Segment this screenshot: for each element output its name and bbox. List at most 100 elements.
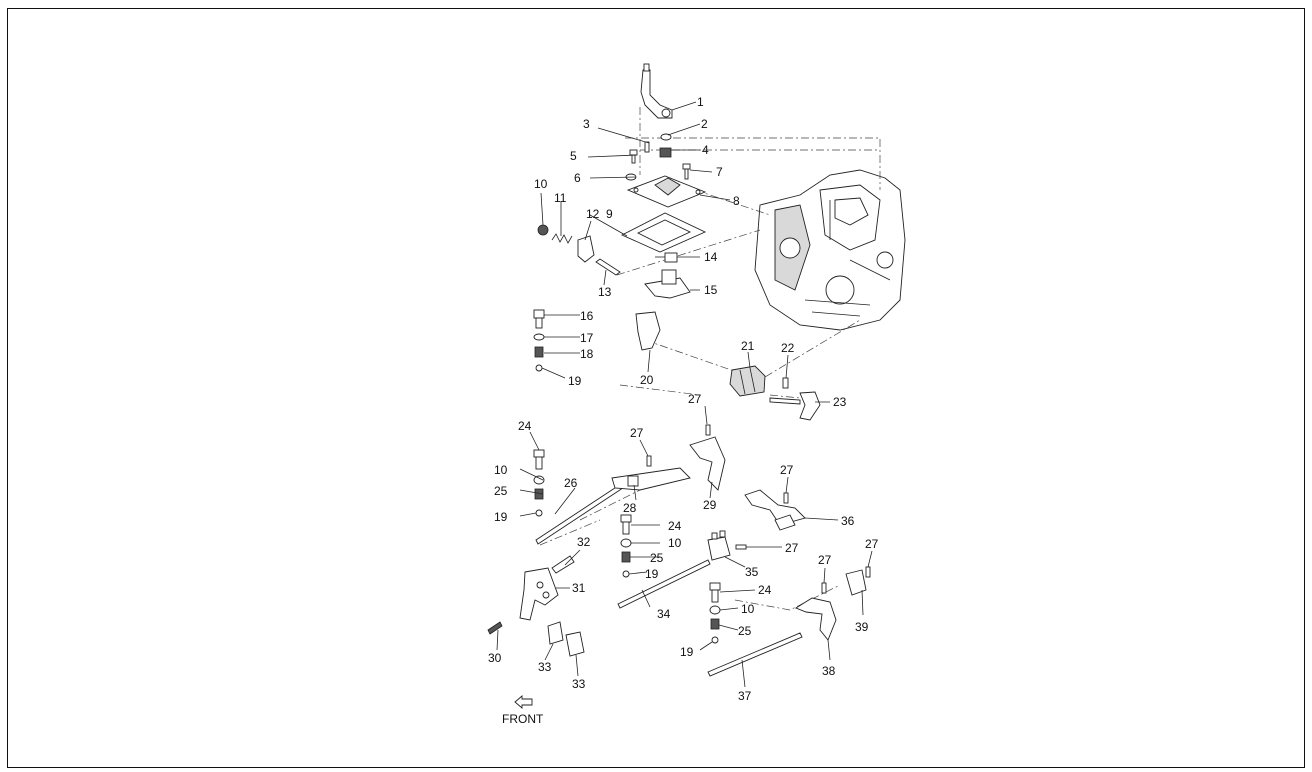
seal-10 — [537, 224, 549, 236]
control-lever-15 — [644, 269, 691, 299]
pin-27-a — [646, 455, 652, 467]
callout-1: 1 — [697, 95, 704, 109]
washer-10-c — [709, 605, 721, 615]
callout-27-a: 27 — [688, 392, 702, 406]
leader-lines — [496, 101, 873, 688]
callout-33-a: 33 — [538, 660, 552, 674]
bolt-24-c — [709, 582, 721, 603]
spring-30 — [487, 621, 503, 635]
spring-25-c — [710, 618, 720, 630]
callout-24-c: 24 — [758, 583, 772, 597]
front-label: FRONT — [502, 712, 544, 726]
washer-10-a — [533, 475, 545, 485]
callout-25-a: 25 — [494, 484, 508, 498]
plug-16 — [533, 309, 545, 329]
bolt-32 — [551, 555, 575, 574]
callout-27-b: 27 — [630, 426, 644, 440]
callout-30: 30 — [488, 651, 502, 665]
callout-10-c: 10 — [741, 602, 755, 616]
callout-19: 19 — [568, 374, 582, 388]
callout-10-b: 10 — [668, 536, 682, 550]
callout-7: 7 — [716, 165, 723, 179]
callout-17: 17 — [580, 331, 594, 345]
pin-27-c — [783, 492, 789, 504]
spring-25-b — [621, 551, 631, 563]
shift-rail-34 — [617, 559, 711, 609]
ball-19-c — [711, 636, 719, 644]
washer-2 — [660, 133, 672, 141]
callout-29: 29 — [703, 498, 717, 512]
callout-27-f: 27 — [865, 537, 879, 551]
bolt-7 — [682, 163, 691, 180]
callout-15: 15 — [704, 283, 718, 297]
ball-19 — [535, 364, 543, 372]
callout-9: 9 — [606, 207, 613, 221]
block-33-b — [565, 631, 585, 657]
shift-block-28 — [611, 467, 691, 491]
callout-33-b: 33 — [572, 677, 586, 691]
callout-24-b: 24 — [668, 519, 682, 533]
callout-5: 5 — [570, 149, 577, 163]
callout-10: 10 — [534, 177, 548, 191]
shift-fork-29 — [689, 436, 726, 491]
callout-18: 18 — [580, 347, 594, 361]
callout-16: 16 — [580, 309, 594, 323]
shift-arm-20 — [635, 311, 661, 351]
boot-21 — [729, 365, 766, 397]
spring-11 — [551, 233, 573, 244]
shift-block-35 — [707, 530, 731, 561]
pin-27-d — [735, 544, 747, 550]
transmission-case — [754, 169, 906, 331]
callout-19-a: 19 — [494, 510, 508, 524]
shift-rail-37 — [707, 632, 803, 677]
callout-32: 32 — [577, 535, 591, 549]
washer-10-b — [620, 538, 632, 548]
callout-21: 21 — [741, 339, 755, 353]
callout-34: 34 — [657, 607, 671, 621]
pin-3 — [644, 141, 650, 153]
bushing-4 — [659, 147, 672, 158]
washer-17 — [533, 333, 545, 341]
callout-26: 26 — [564, 476, 578, 490]
lever-12 — [577, 235, 595, 263]
callout-8: 8 — [733, 194, 740, 208]
callout-37: 37 — [738, 689, 752, 703]
callout-numbers: 1 2 3 4 5 6 7 8 9 10 11 12 13 14 15 16 1… — [488, 95, 879, 726]
bolt-5 — [629, 149, 638, 164]
diagram-frame — [7, 8, 1305, 768]
callout-4: 4 — [702, 143, 709, 157]
callout-14: 14 — [704, 250, 718, 264]
callout-13: 13 — [598, 285, 612, 299]
bracket-31 — [519, 567, 559, 621]
callout-11: 11 — [554, 191, 567, 205]
callout-39: 39 — [855, 620, 869, 634]
bolt-24-a — [533, 449, 545, 470]
pin-14 — [655, 252, 678, 263]
bolt-24-b — [620, 514, 632, 535]
callout-35: 35 — [745, 565, 759, 579]
ball-19-b — [622, 570, 630, 578]
shift-fork-36 — [744, 489, 806, 531]
pin-27-b — [705, 424, 711, 436]
callout-2: 2 — [701, 117, 708, 131]
callout-10-a: 10 — [494, 463, 508, 477]
shaft-13 — [595, 258, 621, 276]
callout-24-a: 24 — [518, 419, 532, 433]
callout-27-d: 27 — [785, 541, 799, 555]
callout-28: 28 — [623, 501, 637, 515]
callout-19-c: 19 — [680, 645, 694, 659]
callout-19-b: 19 — [645, 567, 659, 581]
callout-20: 20 — [640, 373, 654, 387]
callout-22: 22 — [781, 341, 795, 355]
callout-27-e: 27 — [818, 553, 832, 567]
callout-27-c: 27 — [780, 463, 794, 477]
block-33-a — [547, 621, 564, 645]
callout-25-c: 25 — [738, 624, 752, 638]
pin-27-f — [865, 566, 871, 578]
callout-38: 38 — [822, 664, 836, 678]
shift-lever — [640, 63, 673, 119]
callout-25-b: 25 — [650, 551, 664, 565]
callout-23: 23 — [833, 395, 847, 409]
shift-fork-38 — [795, 597, 837, 641]
